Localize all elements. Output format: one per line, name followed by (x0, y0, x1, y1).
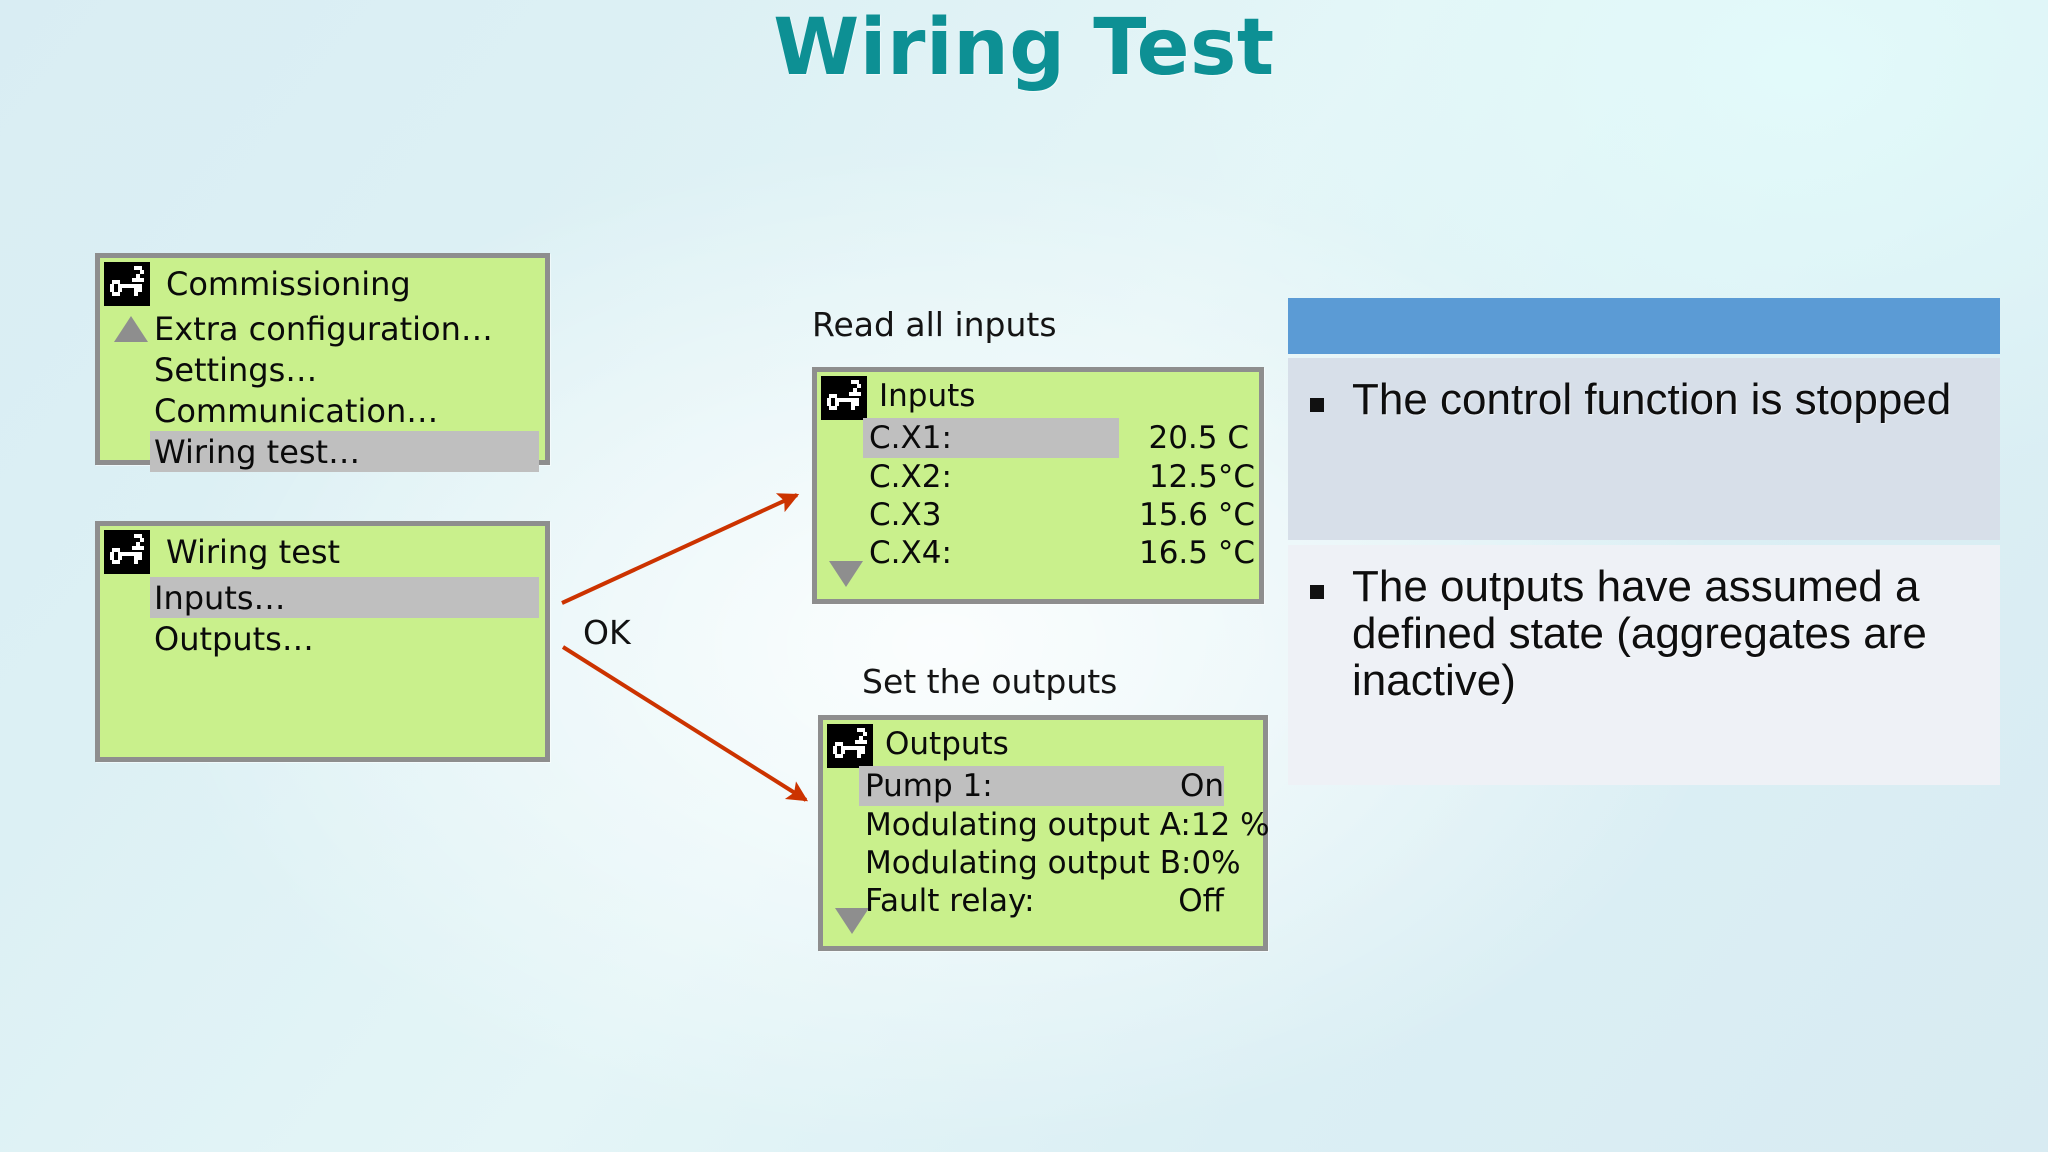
input-row-cx4[interactable]: C.X4: 16.5 °C (863, 534, 1255, 572)
menu-item-settings[interactable]: Settings… (150, 349, 539, 390)
triangle-up-icon[interactable] (114, 316, 148, 342)
page-title: Wiring Test (773, 3, 1275, 93)
input-row-cx1[interactable]: C.X1: (863, 418, 1119, 458)
menu-item-label: Wiring test… (154, 432, 361, 471)
arrow-ok-to-inputs (561, 493, 800, 605)
output-label: Fault relay: (865, 883, 1035, 919)
wrench-dotmatrix-icon (827, 724, 873, 768)
callout-bullet-2: The outputs have assumed a defined state… (1288, 545, 2000, 785)
input-label: C.X4: (869, 535, 952, 571)
status-callout: The control function is stopped The outp… (1288, 298, 2000, 785)
input-label: C.X3 (869, 497, 942, 533)
menu-item-label: Communication… (154, 391, 439, 430)
ok-transition-label: OK (583, 613, 631, 652)
bullet-square-icon (1310, 398, 1324, 412)
output-row-fault-relay[interactable]: Fault relay: Off (859, 882, 1224, 920)
read-all-inputs-caption: Read all inputs (812, 305, 1057, 344)
outputs-panel: Outputs Pump 1: On Modulating output A: … (818, 715, 1270, 951)
input-label: C.X1: (869, 420, 952, 456)
input-value: 16.5 °C (1138, 535, 1255, 571)
triangle-down-icon[interactable] (829, 561, 863, 587)
menu-item-label: Outputs… (154, 619, 314, 658)
output-value: Off (1178, 883, 1224, 919)
triangle-down-icon[interactable] (835, 908, 869, 934)
arrow-ok-to-outputs (561, 645, 809, 802)
panel-header-label: Outputs (885, 726, 1009, 762)
menu-item-label: Settings… (154, 350, 318, 389)
menu-item-label: Extra configuration… (154, 309, 493, 348)
callout-header-bar (1288, 298, 2000, 354)
menu-header-label: Commissioning (166, 265, 411, 303)
menu-item-label: Inputs… (154, 578, 286, 617)
wrench-dotmatrix-icon (821, 376, 867, 420)
input-row-cx3[interactable]: C.X3 15.6 °C (863, 496, 1255, 534)
callout-bullet-1: The control function is stopped (1288, 358, 2000, 540)
input-value-cx1: 20.5 C (1117, 418, 1249, 458)
output-label: Pump 1: (865, 768, 993, 804)
output-label: Modulating output A: (865, 807, 1191, 843)
commissioning-menu-panel: Commissioning Extra configuration… Setti… (95, 253, 550, 472)
output-row-modulating-a[interactable]: Modulating output A: 12 % (859, 806, 1270, 844)
bullet-square-icon (1310, 585, 1324, 599)
output-value: 12 % (1190, 807, 1270, 843)
menu-header-label: Wiring test (166, 533, 341, 571)
commissioning-menu-header: Commissioning (166, 258, 411, 310)
wrench-dotmatrix-icon (104, 530, 150, 574)
callout-bullet-text: The control function is stopped (1352, 375, 1952, 424)
menu-item-wiring-test[interactable]: Wiring test… (150, 431, 539, 472)
menu-item-extra-configuration[interactable]: Extra configuration… (150, 308, 539, 349)
output-row-modulating-b[interactable]: Modulating output B: 0% (859, 844, 1241, 882)
input-value: 12.5°C (1148, 459, 1255, 495)
wrench-dotmatrix-icon (104, 262, 150, 306)
menu-item-communication[interactable]: Communication… (150, 390, 539, 431)
output-value: On (1179, 768, 1224, 804)
outputs-panel-header: Outputs (885, 720, 1009, 768)
inputs-panel: Inputs C.X1: 20.5 C C.X2: 12.5°C C.X3 15… (812, 367, 1264, 604)
wiring-test-menu-panel: Wiring test Inputs… Outputs… (95, 521, 550, 762)
menu-item-inputs[interactable]: Inputs… (150, 577, 539, 618)
input-row-cx2[interactable]: C.X2: 12.5°C (863, 458, 1255, 496)
menu-item-outputs[interactable]: Outputs… (150, 618, 539, 659)
inputs-panel-header: Inputs (879, 372, 975, 420)
output-row-pump-1[interactable]: Pump 1: On (859, 766, 1224, 806)
output-label: Modulating output B: (865, 845, 1192, 881)
input-value: 15.6 °C (1138, 497, 1255, 533)
input-value: 20.5 C (1148, 420, 1249, 456)
callout-bullet-text: The outputs have assumed a defined state… (1352, 562, 1927, 706)
wiring-test-menu-header: Wiring test (166, 526, 340, 578)
output-value: 0% (1191, 845, 1241, 881)
set-the-outputs-caption: Set the outputs (862, 662, 1118, 701)
input-label: C.X2: (869, 459, 952, 495)
panel-header-label: Inputs (879, 378, 976, 414)
